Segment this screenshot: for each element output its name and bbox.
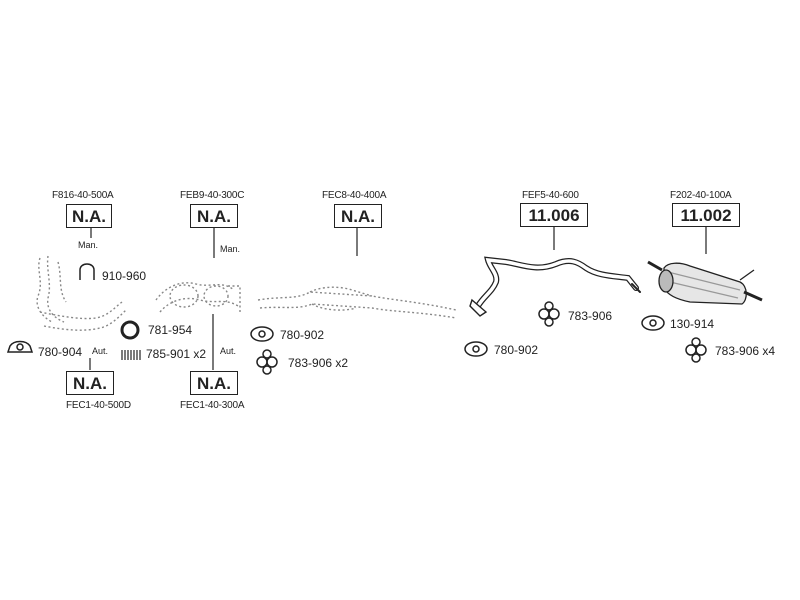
price-box[interactable]: N.A. — [66, 371, 114, 395]
section-code: FEC1-40-500D — [66, 400, 131, 411]
transmission-note: Man. — [78, 240, 99, 250]
catalytic-converter-ghost — [257, 286, 457, 319]
u-clamp-icon — [79, 263, 95, 280]
part-number[interactable]: 783-906 x4 — [715, 344, 776, 358]
price-box[interactable]: N.A. — [66, 204, 112, 228]
section-code: FEC1-40-300A — [180, 400, 245, 411]
gasket-icon — [641, 315, 665, 331]
center-pipe — [469, 256, 641, 317]
rubber-mount-icon — [685, 337, 707, 363]
price-box[interactable]: N.A. — [190, 204, 238, 228]
part-number[interactable]: 910-960 — [102, 269, 147, 283]
price-box[interactable]: 11.002 — [672, 203, 740, 227]
price-box[interactable]: 11.006 — [520, 203, 588, 227]
part-number[interactable]: 780-902 — [280, 328, 325, 342]
section-code: FEB9-40-300C — [180, 190, 245, 201]
section-code: F816-40-500A — [52, 190, 114, 201]
part-number[interactable]: 783-906 — [568, 309, 613, 323]
gasket-icon — [464, 341, 488, 357]
transmission-note: Aut. — [92, 346, 109, 356]
part-number[interactable]: 780-904 — [38, 345, 83, 359]
part-number[interactable]: 781-954 — [148, 323, 193, 337]
transmission-note: Aut. — [220, 346, 237, 356]
exhaust-manifold-ghost — [36, 255, 127, 331]
transmission-note: Man. — [220, 244, 241, 254]
rubber-mount-icon — [256, 349, 278, 375]
rubber-mount-icon — [538, 301, 560, 327]
part-number[interactable]: 785-901 x2 — [146, 347, 207, 361]
price-box[interactable]: N.A. — [190, 371, 238, 395]
rear-muffler — [647, 260, 763, 305]
section-code: FEF5-40-600 — [522, 190, 579, 201]
front-pipe-ghost — [155, 282, 241, 313]
price-box[interactable]: N.A. — [334, 204, 382, 228]
section-code: FEC8-40-400A — [322, 190, 387, 201]
part-number[interactable]: 130-914 — [670, 317, 715, 331]
gasket-icon — [250, 326, 274, 342]
section-code: F202-40-100A — [670, 190, 732, 201]
part-number[interactable]: 780-902 — [494, 343, 539, 357]
flange-gasket-icon — [6, 340, 34, 353]
sealing-ring-icon — [120, 320, 140, 340]
part-number[interactable]: 783-906 x2 — [288, 356, 349, 370]
spring-icon — [121, 350, 141, 360]
